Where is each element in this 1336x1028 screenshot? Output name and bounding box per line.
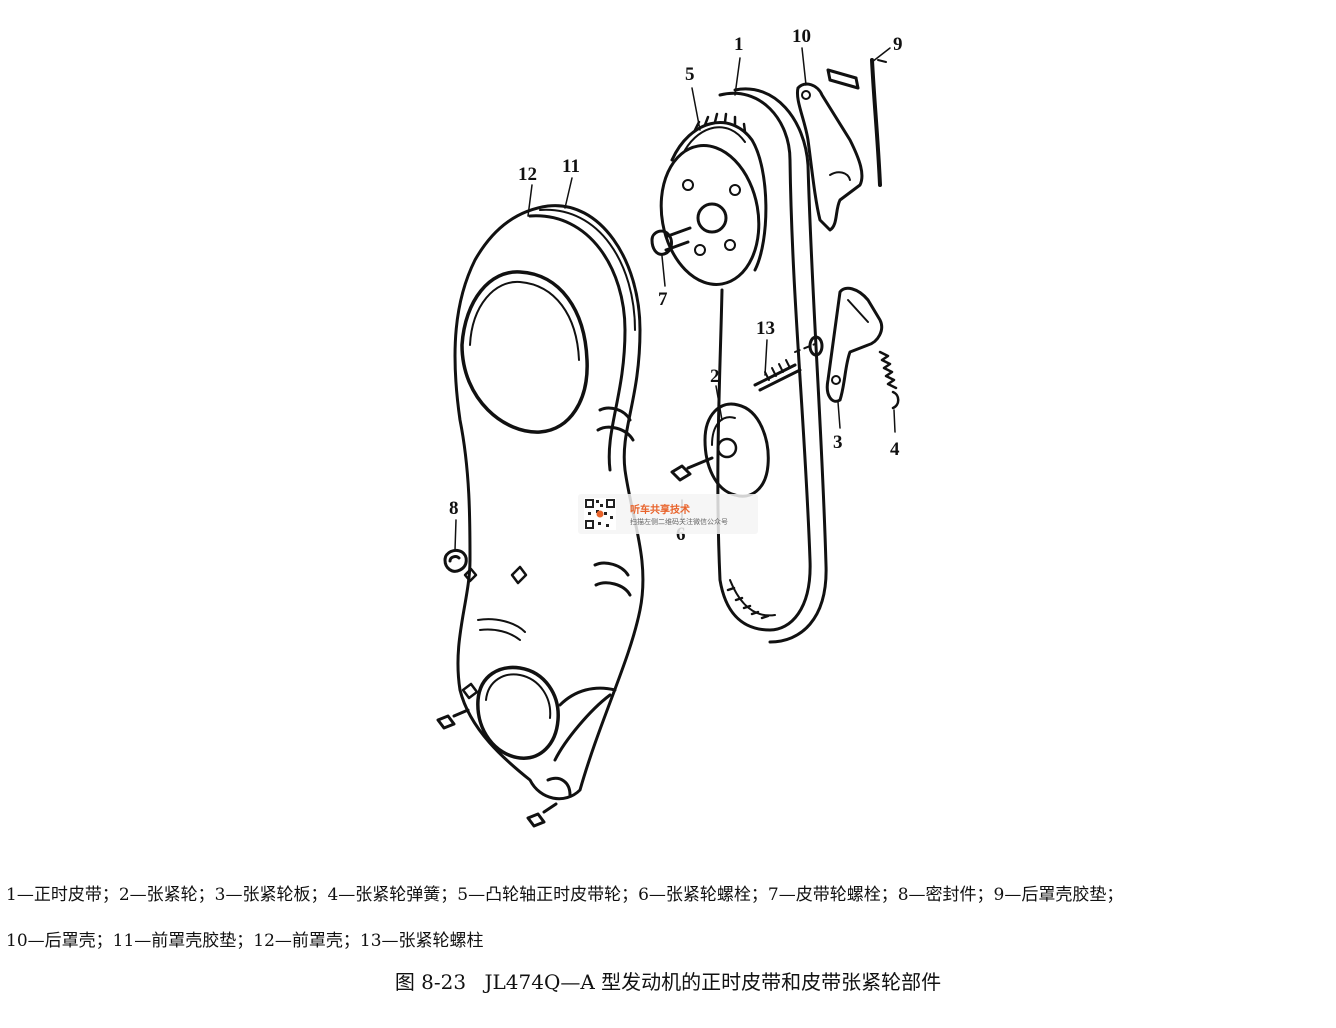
parts-legend-line-1: 1—正时皮带；2—张紧轮；3—张紧轮板；4—张紧轮弹簧；5—凸轮轴正时皮带轮；6… bbox=[6, 885, 1124, 905]
exploded-parts-diagram: 1 2 3 4 5 6 7 8 9 10 11 12 13 bbox=[436, 26, 903, 828]
callout-6: 6 bbox=[676, 524, 686, 545]
callout-10: 10 bbox=[792, 26, 811, 47]
callout-5: 5 bbox=[685, 64, 695, 85]
qr-code-icon bbox=[584, 498, 616, 530]
callout-1: 1 bbox=[734, 34, 744, 55]
callout-8: 8 bbox=[449, 498, 459, 519]
figure-title: JL474Q—A 型发动机的正时皮带和皮带张紧轮部件 bbox=[484, 970, 942, 994]
rear-cover bbox=[795, 82, 864, 232]
figure-number: 图 8-23 bbox=[394, 970, 467, 994]
leader-lines bbox=[454, 47, 896, 551]
timing-belt bbox=[716, 87, 828, 644]
seal-part bbox=[443, 548, 468, 573]
cover-bolts bbox=[436, 708, 558, 828]
callout-11: 11 bbox=[562, 156, 580, 177]
tensioner-spring bbox=[878, 350, 900, 410]
callout-4: 4 bbox=[890, 439, 900, 460]
callout-12: 12 bbox=[518, 164, 537, 185]
watermark-title: 听车共享技术 bbox=[630, 505, 690, 516]
parts-legend-line-2: 10—后罩壳；11—前罩壳胶垫；12—前罩壳；13—张紧轮螺柱 bbox=[6, 931, 484, 951]
callout-9: 9 bbox=[893, 34, 903, 55]
pulley-bolt bbox=[650, 226, 692, 256]
watermark-subtitle: 扫描左侧二维码关注微信公众号 bbox=[630, 518, 728, 526]
camshaft-timing-pulley bbox=[659, 112, 768, 286]
tensioner-plate bbox=[825, 286, 884, 403]
callout-7: 7 bbox=[658, 289, 668, 310]
watermark-badge: 听车共享技术 扫描左侧二维码关注微信公众号 bbox=[578, 494, 758, 534]
callout-3: 3 bbox=[833, 432, 843, 453]
callout-2: 2 bbox=[710, 366, 720, 387]
tensioner-bolt bbox=[670, 456, 714, 482]
tensioner-stud bbox=[753, 335, 824, 392]
callout-13: 13 bbox=[756, 318, 775, 339]
tensioner-pulley bbox=[703, 402, 770, 498]
rear-cover-gasket bbox=[826, 58, 887, 187]
figure-caption: 图 8-23 JL474Q—A 型发动机的正时皮带和皮带张紧轮部件 bbox=[0, 966, 1336, 995]
front-cover bbox=[453, 204, 645, 801]
